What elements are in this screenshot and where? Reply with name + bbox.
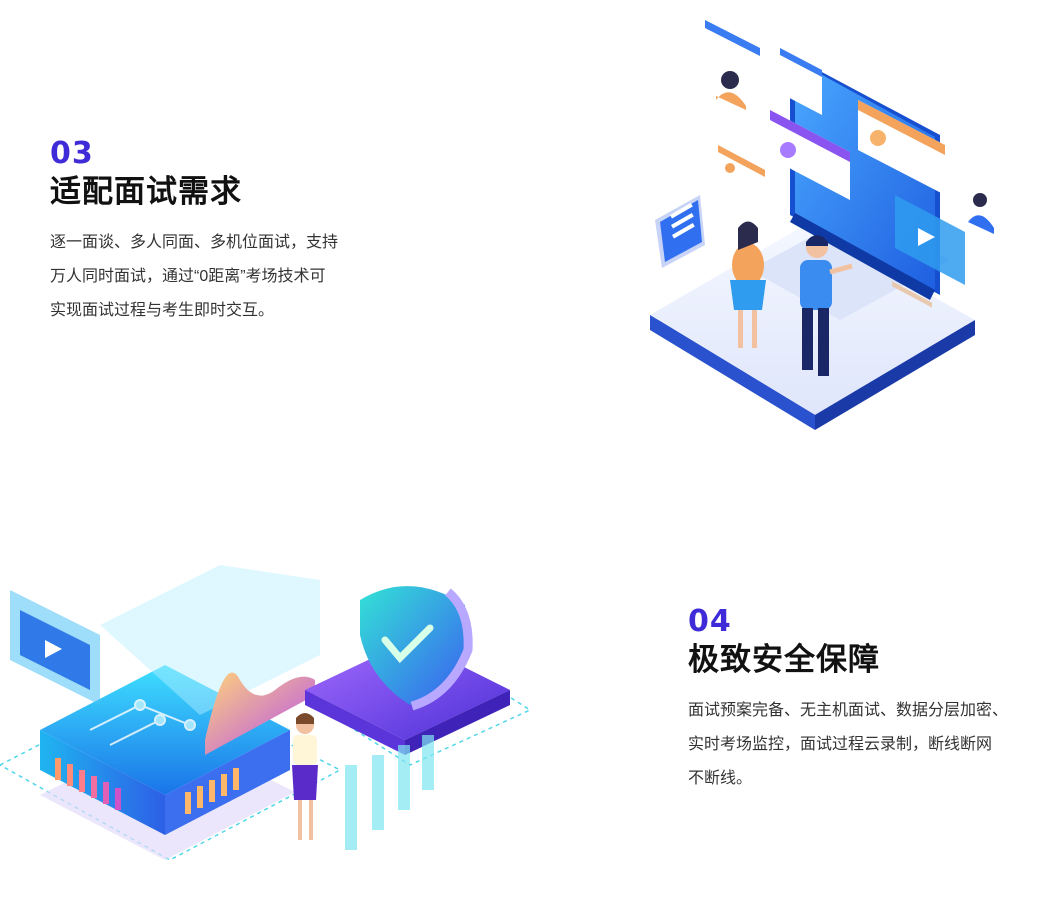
server-vents [55, 758, 239, 814]
glass-panel [100, 565, 320, 715]
feature-04-description: 面试预案完备、无主机面试、数据分层加密、 实时考场监控，面试过程云录制，断线断网… [688, 694, 1048, 796]
floating-card-purple [770, 110, 850, 200]
glass-bars [345, 735, 434, 850]
feature-04-block: 04 极致安全保障 面试预案完备、无主机面试、数据分层加密、 实时考场监控，面试… [688, 606, 1048, 796]
feature-03-number: 03 [50, 136, 94, 171]
floating-card-orange [858, 100, 945, 308]
floating-card-small-left [718, 145, 765, 195]
feature-03-block: 03 适配面试需求 逐一面谈、多人同面、多机位面试，支持 万人同时面试，通过“0… [50, 138, 395, 328]
man-figure [800, 235, 853, 376]
feature-03-description: 逐一面谈、多人同面、多机位面试，支持 万人同时面试，通过“0距离”考场技术可 实… [50, 226, 395, 328]
feature-04-number: 04 [688, 604, 732, 639]
feature-04-desc-line: 面试预案完备、无主机面试、数据分层加密、 [688, 702, 1009, 719]
online-interview-illustration [650, 20, 1002, 430]
feature-04-desc-line: 不断线。 [688, 770, 753, 787]
video-panel [10, 590, 100, 705]
video-card [895, 195, 965, 285]
feature-04-desc-line: 实时考场监控，面试过程云录制，断线断网 [688, 736, 993, 753]
floating-card-top [780, 48, 822, 115]
feature-03-desc-line: 实现面试过程与考生即时交互。 [50, 302, 275, 319]
circuit-lines [89, 699, 196, 746]
shield-icon [360, 586, 473, 711]
area-chart [205, 672, 315, 755]
woman-figure [730, 221, 766, 348]
feature-03-title: 适配面试需求 [50, 174, 242, 210]
document-icon-card [655, 195, 705, 268]
woman-figure [292, 713, 318, 840]
floating-card-avatar-left [705, 20, 760, 110]
feature-04-title: 极致安全保障 [688, 642, 880, 678]
feature-03-desc-line: 万人同时面试，通过“0距离”考场技术可 [50, 268, 326, 285]
floating-card-avatar-right [960, 170, 1002, 245]
security-server-illustration [0, 565, 532, 861]
feature-03-desc-line: 逐一面谈、多人同面、多机位面试，支持 [50, 234, 339, 251]
